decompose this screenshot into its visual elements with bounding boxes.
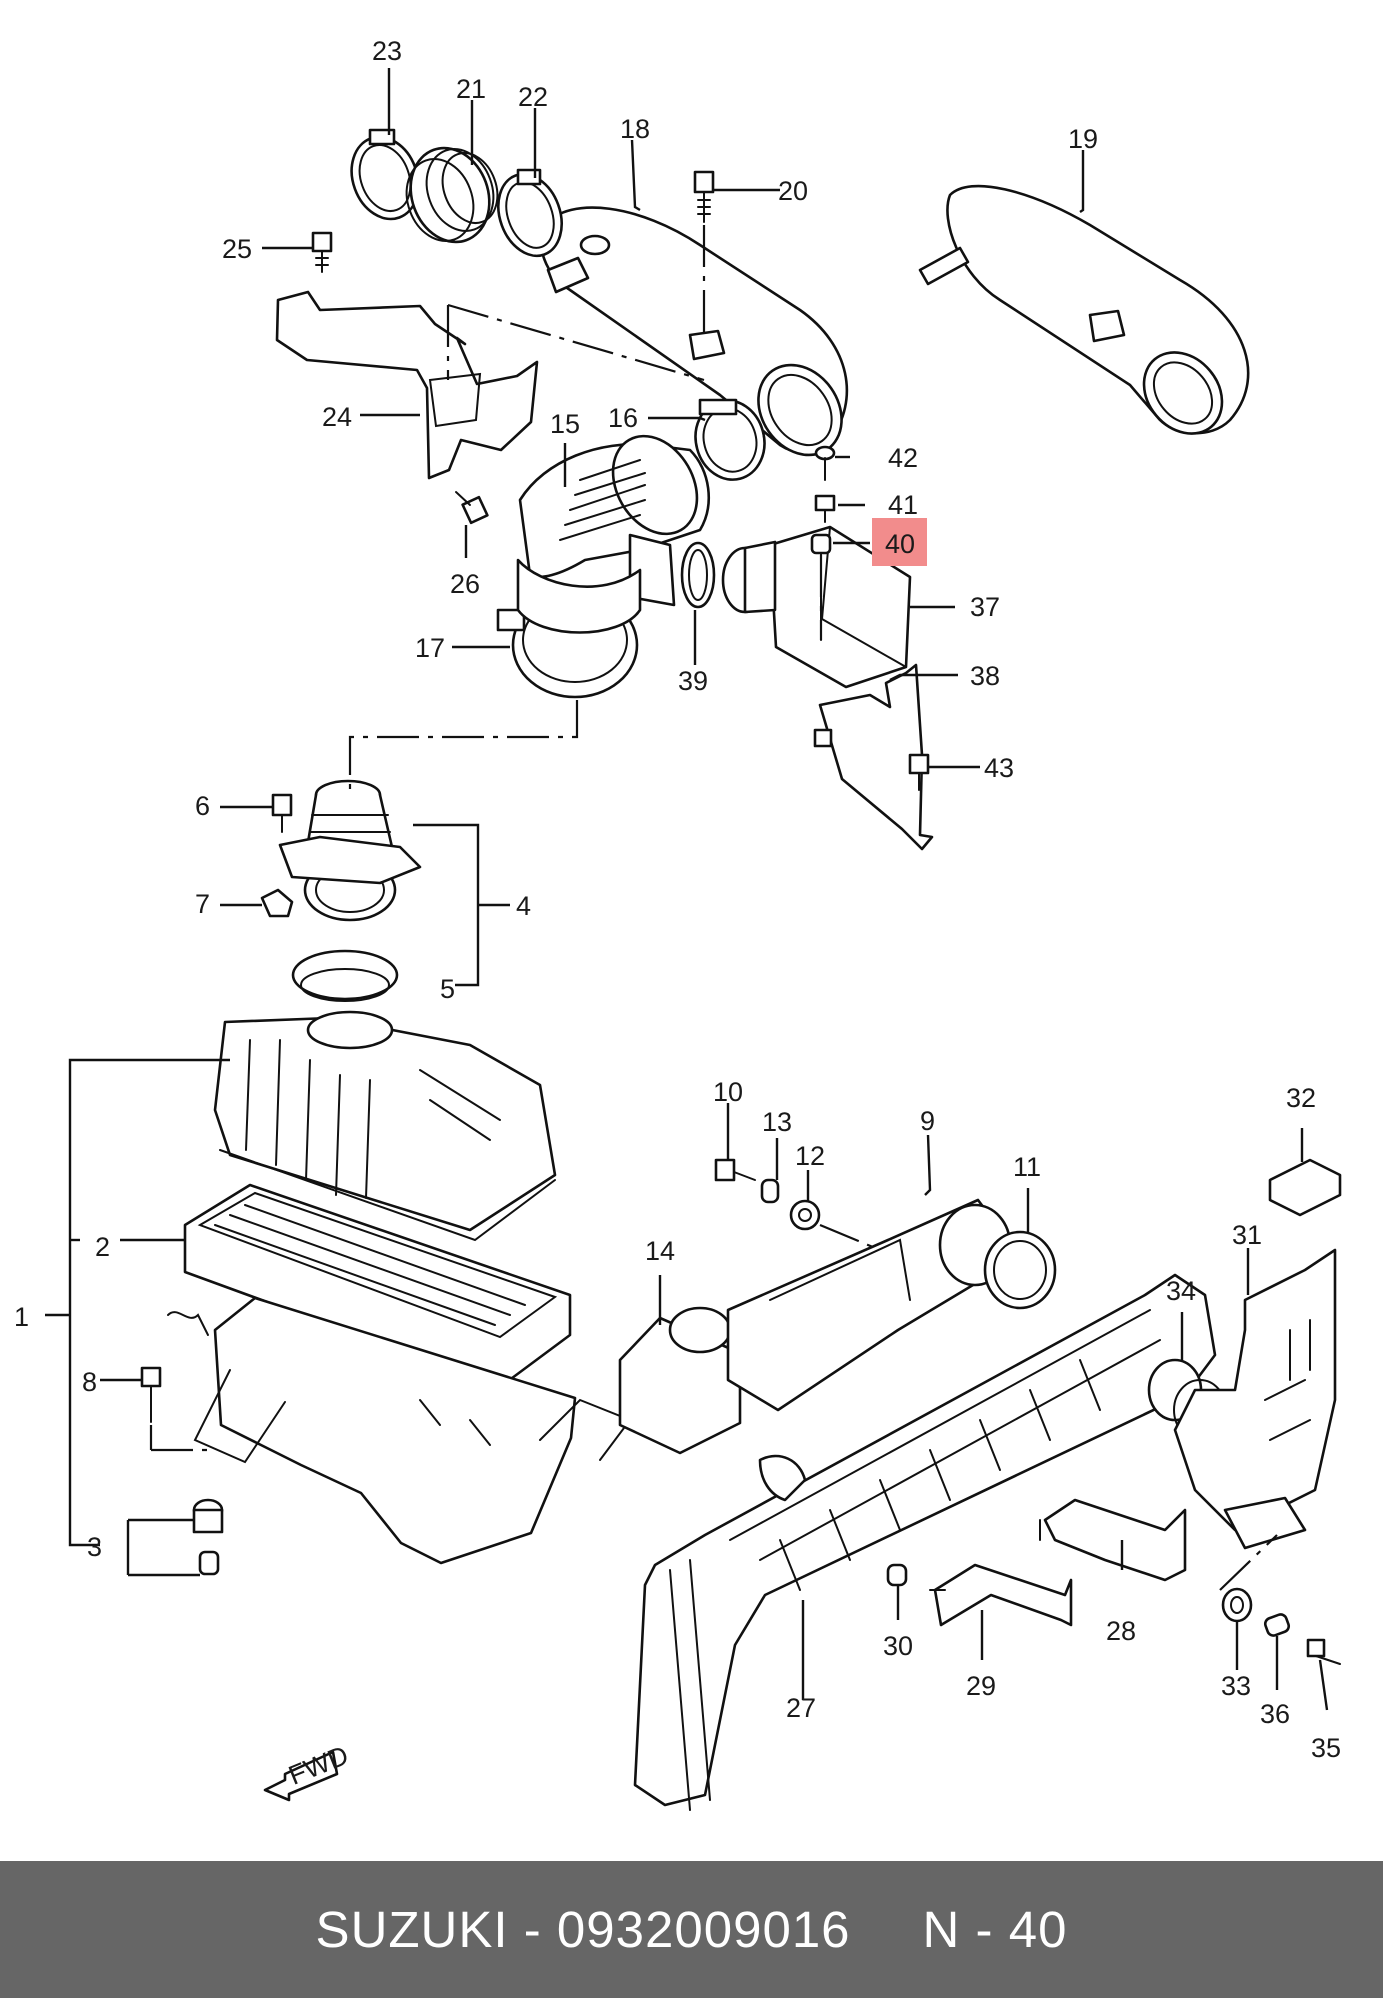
fwd-label: FWD: [284, 1740, 352, 1791]
bolt-26: [455, 491, 489, 525]
brand-name: SUZUKI: [315, 1901, 509, 1958]
callout-39: 39: [678, 666, 708, 696]
callout-37: 37: [970, 592, 1000, 622]
nut-7: [260, 888, 294, 918]
callout-21: 21: [456, 74, 486, 104]
bolt-35: [1306, 1638, 1341, 1665]
callout-27: 27: [786, 1693, 816, 1723]
highlight-box-40: [872, 518, 927, 566]
callout-29: 29: [966, 1671, 996, 1701]
hose-clamp-23: [350, 128, 420, 221]
callout-13: 13: [762, 1107, 792, 1137]
air-cleaner-cover: [213, 1010, 557, 1242]
callout-38: 38: [970, 661, 1000, 691]
bolt-25: [311, 231, 333, 273]
callout-18: 18: [620, 114, 650, 144]
callout-23: 23: [372, 36, 402, 66]
callout-16: 16: [608, 403, 638, 433]
collar-36: [1263, 1613, 1291, 1637]
intake-pipe-18: [539, 206, 849, 457]
callout-2: 2: [95, 1232, 110, 1262]
screw-42: [814, 445, 836, 481]
part-number: 0932009016: [556, 1901, 851, 1958]
callout-12: 12: [795, 1141, 825, 1171]
callout-22: 22: [518, 82, 548, 112]
callout-35: 35: [1311, 1733, 1341, 1763]
air-filter-element-2: [183, 1183, 572, 1389]
cap-32: [1268, 1158, 1342, 1217]
callout-34: 34: [1166, 1276, 1196, 1306]
callout-42: 42: [888, 443, 918, 473]
bolt-6: [271, 793, 293, 833]
clamp-39: [680, 541, 716, 609]
hose-clamp-22: [497, 168, 563, 258]
resonator-31: [1173, 1248, 1337, 1550]
callout-8: 8: [82, 1367, 97, 1397]
callout-31: 31: [1232, 1220, 1262, 1250]
nut-30: [886, 1563, 908, 1587]
callout-6: 6: [195, 791, 210, 821]
callout-17: 17: [415, 633, 445, 663]
parts-diagram: FWD: [14, 36, 1342, 1811]
seal-5: [291, 949, 399, 1002]
callout-3: 3: [87, 1532, 102, 1562]
callout-19: 19: [1068, 124, 1098, 154]
bracket-28: [1039, 1498, 1187, 1582]
grommet-12: [789, 1199, 821, 1231]
bracket-24: [275, 290, 539, 480]
callout-15: 15: [550, 409, 580, 439]
callout-4: 4: [516, 891, 531, 921]
callout-labels: 23 21 22 18 19 20 25 24 15 16 42 41 40 2…: [14, 36, 1341, 1763]
part-info-footer: SUZUKI - 0932009016 N - 40: [0, 1861, 1383, 1998]
duct-14: [618, 1306, 742, 1455]
hose-clamp-17: [496, 558, 642, 699]
grommet-33: [1221, 1587, 1253, 1623]
callout-40: 40: [885, 529, 915, 559]
bolt-41: [814, 494, 836, 523]
air-cleaner-case: [167, 1296, 632, 1565]
callout-20: 20: [778, 176, 808, 206]
bolt-8: [140, 1366, 162, 1423]
main-duct-27: [633, 1273, 1217, 1811]
callout-14: 14: [645, 1236, 675, 1266]
callout-10: 10: [713, 1077, 743, 1107]
callout-9: 9: [920, 1106, 935, 1136]
callout-30: 30: [883, 1631, 913, 1661]
callout-5: 5: [440, 974, 455, 1004]
callout-43: 43: [984, 753, 1014, 783]
duct-9: [726, 1198, 1012, 1412]
position-label: N - 40: [922, 1901, 1068, 1958]
bolt-20: [693, 170, 715, 223]
intake-hose-15: [518, 434, 711, 607]
collar-11: [983, 1230, 1057, 1310]
callout-32: 32: [1286, 1083, 1316, 1113]
intake-pipe-19: [918, 184, 1250, 435]
airflow-meter-4: [278, 779, 422, 922]
bolt-43: [908, 753, 930, 791]
resonator-37: [721, 525, 912, 689]
callout-33: 33: [1221, 1671, 1251, 1701]
part-info-text: SUZUKI - 0932009016 N - 40: [316, 1900, 1068, 1959]
grommet-3: [192, 1498, 224, 1576]
callout-36: 36: [1260, 1699, 1290, 1729]
callout-28: 28: [1106, 1616, 1136, 1646]
leader-lines: [45, 68, 1329, 1711]
callout-7: 7: [195, 889, 210, 919]
clamp-13: [760, 1178, 780, 1204]
hose-clamp-16: [694, 398, 766, 481]
callout-24: 24: [322, 402, 352, 432]
callout-11: 11: [1013, 1152, 1041, 1182]
callout-25: 25: [222, 234, 252, 264]
alignment-lines: [149, 225, 1278, 1591]
bolt-10: [714, 1158, 756, 1182]
fwd-arrow-icon: FWD: [263, 1740, 353, 1802]
bracket-29: [929, 1563, 1073, 1627]
callout-1: 1: [14, 1302, 29, 1332]
separator: -: [508, 1901, 557, 1958]
callout-26: 26: [450, 569, 480, 599]
callout-41: 41: [888, 490, 918, 520]
rubber-coupler-21: [405, 146, 499, 244]
